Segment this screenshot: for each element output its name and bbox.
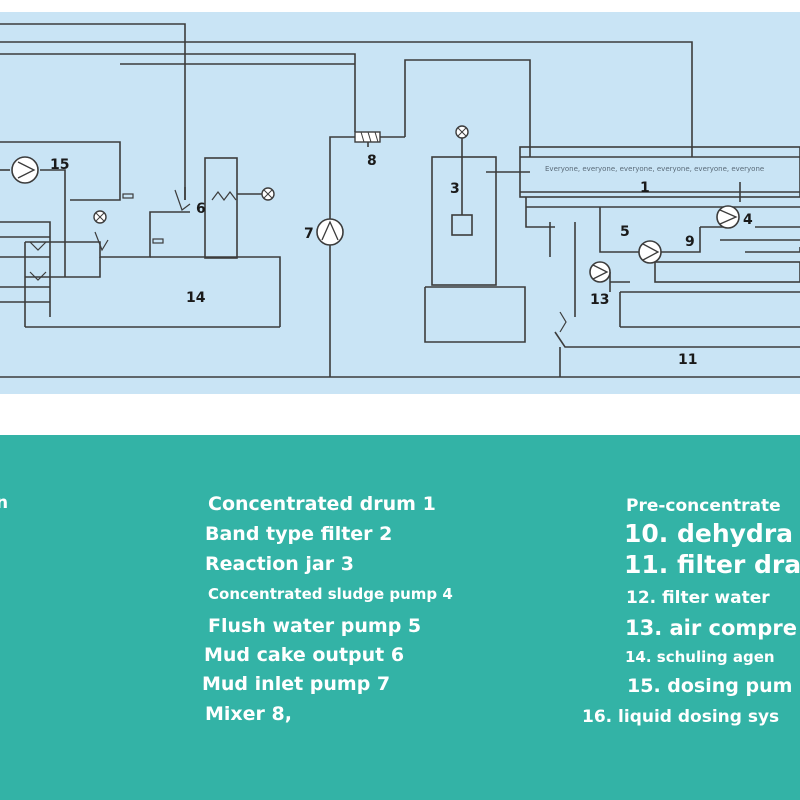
legend-item: Band type filter 2	[205, 523, 393, 545]
legend-item: Concentrated drum 1	[208, 493, 436, 515]
legend-item: Mud cake output 6	[204, 644, 405, 666]
process-diagram-svg: Everyone, everyone, everyone, everyone, …	[0, 23, 800, 378]
legend-item: Mud inlet pump 7	[202, 673, 391, 695]
pump-7-icon	[316, 218, 344, 246]
legend-item: 10. dehydra	[624, 519, 794, 548]
label-9: 9	[685, 234, 695, 250]
legend-item: 16. liquid dosing sys	[582, 707, 780, 727]
legend-item: Mixer 8,	[205, 703, 292, 725]
label-11: 11	[678, 352, 697, 368]
legend-panel: n Concentrated drum 1 Band type filter 2…	[0, 435, 800, 800]
legend-item: Concentrated sludge pump 4	[208, 585, 453, 603]
label-1: 1	[640, 180, 650, 196]
mixer-8-icon	[354, 131, 381, 143]
legend-item: Reaction jar 3	[205, 553, 354, 575]
pump-5-icon	[638, 240, 662, 264]
pump-symbols	[11, 156, 740, 283]
label-4: 4	[743, 212, 753, 228]
legend-item: Flush water pump 5	[208, 615, 422, 637]
pump-13-icon	[589, 261, 611, 283]
label-13: 13	[590, 292, 609, 308]
motor-symbols	[93, 125, 469, 224]
label-3: 3	[450, 181, 460, 197]
label-5: 5	[620, 224, 630, 240]
label-14: 14	[186, 290, 206, 306]
pipe-lines	[0, 23, 800, 378]
label-7: 7	[304, 226, 314, 242]
legend-item: 15. dosing pum	[627, 675, 793, 697]
legend-item: 11. filter dra	[624, 550, 800, 579]
legend-item: Pre-concentrate	[626, 496, 781, 516]
legend-item: 14. schuling agen	[625, 648, 775, 666]
legend-item: 13. air compre	[625, 616, 797, 640]
pump-15-icon	[11, 156, 39, 184]
watermark-text: Everyone, everyone, everyone, everyone, …	[545, 165, 764, 173]
legend-item: 12. filter water	[626, 588, 770, 608]
process-diagram: Everyone, everyone, everyone, everyone, …	[0, 12, 800, 394]
legend-left-partial: n	[0, 493, 9, 513]
label-8: 8	[367, 153, 377, 169]
label-15: 15	[50, 157, 69, 173]
label-6: 6	[196, 201, 206, 217]
